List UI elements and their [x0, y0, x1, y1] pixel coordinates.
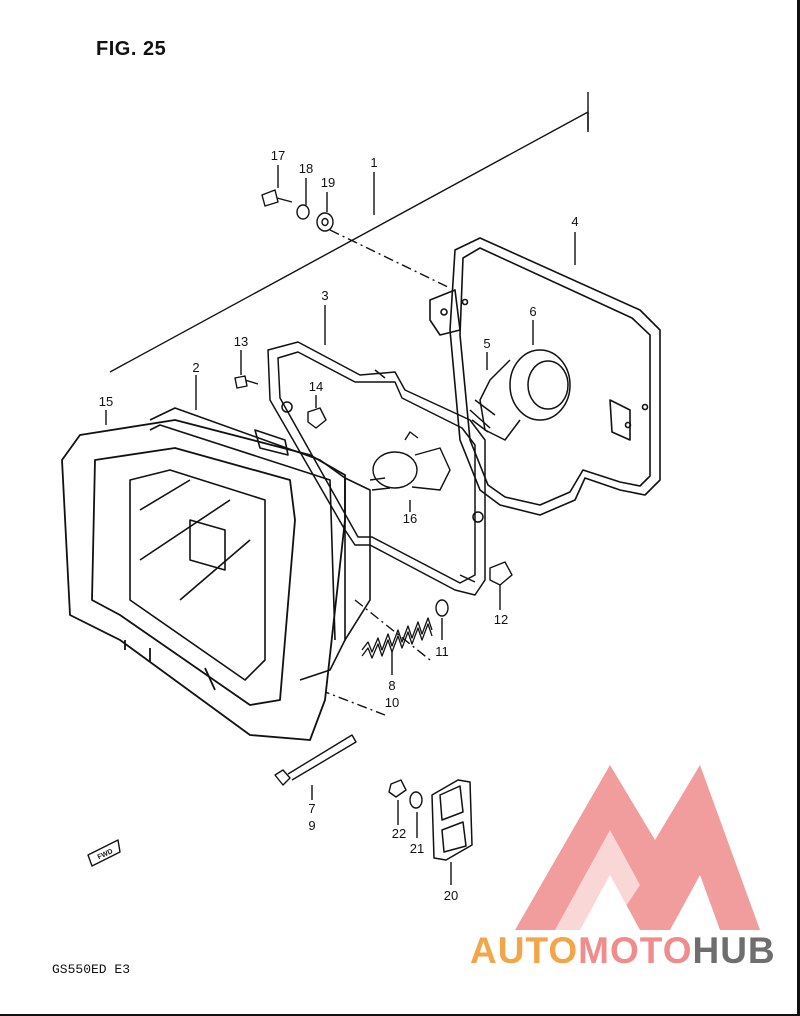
callout-22: 22	[392, 826, 406, 841]
part-housing	[429, 237, 661, 516]
callout-13: 13	[234, 334, 248, 349]
callout-11: 11	[435, 644, 449, 659]
callout-20: 20	[444, 888, 458, 903]
callout-14: 14	[309, 379, 323, 394]
callout-15: 15	[99, 394, 113, 409]
part-bulb	[369, 431, 451, 491]
leader-dashed	[329, 229, 451, 289]
watermark-part-moto: MOTO	[578, 930, 693, 971]
part-washer-11	[435, 599, 449, 617]
model-code: GS550ED E3	[52, 962, 131, 977]
callout-9: 9	[308, 818, 315, 833]
callout-7: 7	[308, 801, 315, 816]
part-lens	[129, 407, 371, 681]
callout-18: 18	[299, 161, 313, 176]
part-spring	[361, 617, 433, 659]
part-nut-22	[388, 779, 407, 798]
callout-4: 4	[571, 214, 578, 229]
callout-2: 2	[192, 360, 199, 375]
callout-21: 21	[410, 841, 424, 856]
bottom-border	[0, 1014, 800, 1016]
part-nut-14	[307, 407, 327, 429]
part-washer-21	[409, 791, 423, 809]
part-frame	[267, 341, 486, 596]
assembly-bracket-line	[109, 111, 589, 373]
callout-16: 16	[403, 511, 417, 526]
watermark-text: AUTOMOTOHUB	[470, 930, 776, 972]
callout-3: 3	[321, 288, 328, 303]
watermark-part-hub: HUB	[692, 930, 776, 971]
callout-12: 12	[494, 612, 508, 627]
callout-8: 8	[388, 678, 395, 693]
part-lockwasher-18	[296, 204, 310, 220]
right-border	[797, 0, 800, 1016]
figure-title: FIG. 25	[96, 38, 167, 60]
part-screw-13	[234, 375, 259, 389]
callout-6: 6	[529, 304, 536, 319]
part-bolt-17	[261, 189, 293, 207]
part-bolt-7	[274, 734, 357, 786]
part-nut-12	[489, 561, 513, 586]
callout-5: 5	[483, 336, 490, 351]
part-washer-19	[316, 212, 334, 232]
callout-17: 17	[271, 148, 285, 163]
callout-1: 1	[370, 155, 377, 170]
callout-10: 10	[385, 695, 399, 710]
watermark-logo	[515, 765, 760, 930]
fwd-arrow-icon	[87, 839, 121, 867]
part-socket	[469, 349, 571, 441]
part-reflector-20	[431, 779, 473, 861]
watermark-part-auto: AUTO	[470, 930, 579, 971]
callout-19: 19	[321, 175, 335, 190]
